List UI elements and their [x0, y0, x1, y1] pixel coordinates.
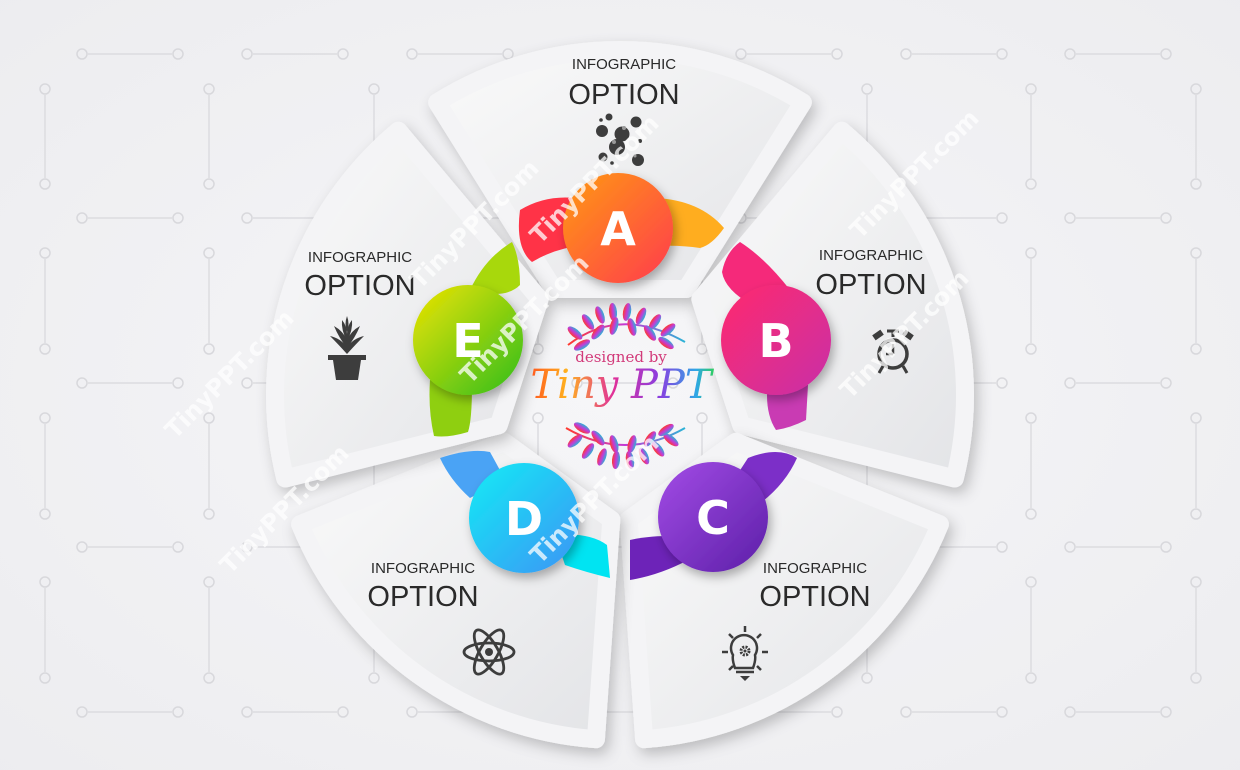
- option-b-title-small: INFOGRAPHIC: [819, 247, 923, 264]
- option-d-label: INFOGRAPHIC OPTION: [367, 560, 478, 613]
- option-c-label: INFOGRAPHIC OPTION: [759, 560, 870, 613]
- option-b-badge[interactable]: B: [721, 285, 831, 395]
- option-c-title-small: INFOGRAPHIC: [763, 560, 867, 577]
- ribbon-e-top: [470, 242, 520, 294]
- option-e-letter: E: [452, 314, 483, 368]
- option-c-letter: C: [696, 491, 730, 545]
- option-c-badge[interactable]: C: [658, 462, 768, 572]
- option-b-letter: B: [758, 314, 793, 368]
- option-d-title-small: INFOGRAPHIC: [371, 560, 475, 577]
- option-d-letter: D: [505, 492, 543, 546]
- center-logo: designed by Tiny PPT: [530, 303, 715, 469]
- option-e-badge[interactable]: E: [413, 285, 523, 395]
- option-e-title-big: OPTION: [304, 270, 415, 302]
- atom-icon: [462, 628, 516, 676]
- option-a-title-small: INFOGRAPHIC: [572, 56, 676, 73]
- ribbon-ring: [429, 197, 808, 580]
- option-b-title-big: OPTION: [815, 269, 926, 301]
- bubbles-icon: [596, 113, 644, 166]
- logo-byline: designed by: [575, 348, 667, 366]
- option-d-title-big: OPTION: [367, 581, 478, 613]
- option-a-label: INFOGRAPHIC OPTION: [568, 56, 679, 111]
- option-e-title-small: INFOGRAPHIC: [308, 249, 412, 266]
- option-icons: [328, 113, 914, 681]
- option-c-title-big: OPTION: [759, 581, 870, 613]
- option-d-badge[interactable]: D: [469, 463, 579, 573]
- option-labels: INFOGRAPHIC OPTION INFOGRAPHIC OPTION IN…: [304, 56, 926, 613]
- option-a-letter: A: [600, 202, 636, 256]
- option-a-title-big: OPTION: [568, 79, 679, 111]
- laurel-bottom-icon: [565, 422, 686, 469]
- option-a-badge[interactable]: A: [563, 173, 673, 283]
- laurel-top-icon: [567, 303, 686, 351]
- option-e-label: INFOGRAPHIC OPTION: [304, 249, 415, 302]
- option-b-label: INFOGRAPHIC OPTION: [815, 247, 926, 301]
- option-circles: A B C D E: [413, 173, 831, 573]
- logo-brand: Tiny PPT: [530, 362, 714, 408]
- lightbulb-gear-icon: [722, 626, 768, 681]
- alarm-clock-icon: [872, 329, 914, 374]
- potted-plant-icon: [328, 316, 366, 380]
